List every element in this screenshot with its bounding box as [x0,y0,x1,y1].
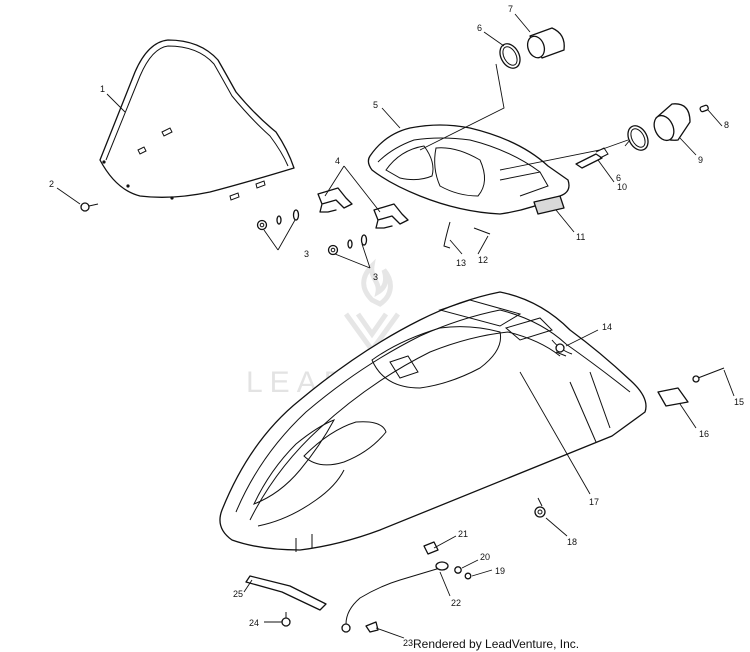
callout-8: 8 [724,120,729,130]
callout-numbers: 1 2 3 3 4 5 6 6 7 8 9 10 11 12 13 14 15 … [49,4,744,648]
rivet-cable [692,367,725,383]
callout-1: 1 [100,84,105,94]
callout-24: 24 [249,618,259,628]
windshield [99,39,295,201]
grommet [534,497,546,518]
callout-21: 21 [458,529,468,539]
callout-19: 19 [495,566,505,576]
small-fasteners [454,566,472,580]
hood-latch [555,343,567,357]
cable-clip [365,621,379,633]
callout-10: 10 [617,182,627,192]
callout-16: 16 [699,429,709,439]
skid-plate [245,575,327,611]
callout-6a: 6 [477,23,482,33]
gauge-bezel-rings [499,43,649,151]
clip [423,541,439,555]
gauge-cylinder [526,27,565,59]
nut-washer-set [256,209,368,256]
leadventure-flame-logo-icon [361,258,393,307]
callout-9: 9 [698,155,703,165]
hood-cable [341,561,449,633]
speedometer [653,103,691,142]
callout-7: 7 [508,4,513,14]
wire-harness [575,147,609,169]
leader-lines [56,13,735,639]
screw [281,612,291,627]
callout-17: 17 [589,497,599,507]
callout-11: 11 [576,232,585,242]
console [367,124,570,215]
hood [219,291,647,552]
callout-5: 5 [373,100,378,110]
callout-12: 12 [478,255,488,265]
cable-tie [443,221,451,249]
callout-4: 4 [335,156,340,166]
callout-15: 15 [734,397,744,407]
callout-23: 23 [403,638,413,648]
callout-18: 18 [567,537,577,547]
callout-22: 22 [451,598,461,608]
foam-pad [533,195,565,215]
hood-plate [657,387,689,407]
callout-14: 14 [602,322,612,332]
callout-2: 2 [49,179,54,189]
callout-20: 20 [480,552,490,562]
pin [473,227,491,235]
indicator-bulb [699,104,709,113]
mounting-brackets [317,187,409,229]
windshield-screw [80,202,99,212]
callout-3b: 3 [373,272,378,282]
callout-13: 13 [456,258,466,268]
callout-25: 25 [233,589,243,599]
callout-3a: 3 [304,249,309,259]
callout-6b: 6 [616,173,621,183]
rendered-by-credit: Rendered by LeadVenture, Inc. [413,637,580,651]
